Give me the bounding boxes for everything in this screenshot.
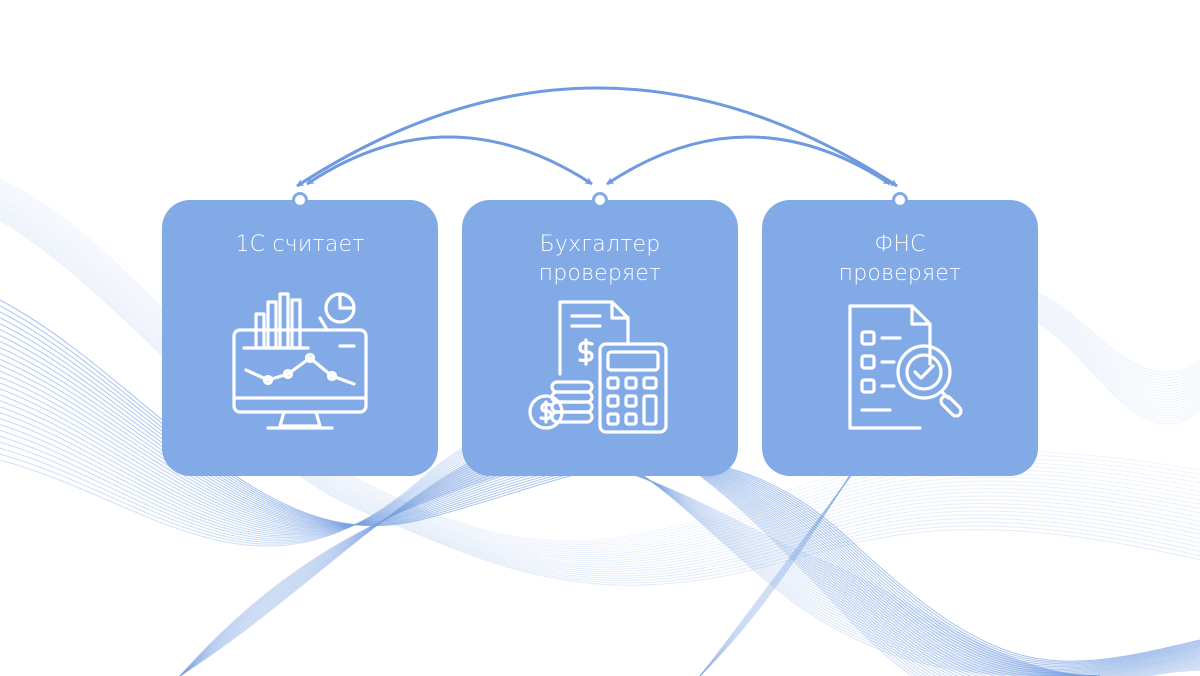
arrow-accountant-to-fns xyxy=(606,135,891,186)
card-title: Бухгалтер проверяет xyxy=(538,232,662,286)
card-accountant: Бухгалтер проверяет xyxy=(462,200,738,476)
card-fns: ФНС проверяет xyxy=(762,200,1038,476)
calculator-coins-icon xyxy=(520,288,680,448)
connector-anchor xyxy=(892,192,908,208)
monitor-chart-icon xyxy=(220,288,380,448)
arrow-1c-to-accountant xyxy=(306,135,593,186)
card-title: ФНС проверяет xyxy=(838,232,962,286)
card-title: 1С считает xyxy=(235,232,365,257)
card-1c: 1С считает xyxy=(162,200,438,476)
connector-anchor xyxy=(592,192,608,208)
arrow-1c-to-fns xyxy=(296,86,898,188)
document-search-icon xyxy=(820,288,980,448)
connector-anchor xyxy=(292,192,308,208)
